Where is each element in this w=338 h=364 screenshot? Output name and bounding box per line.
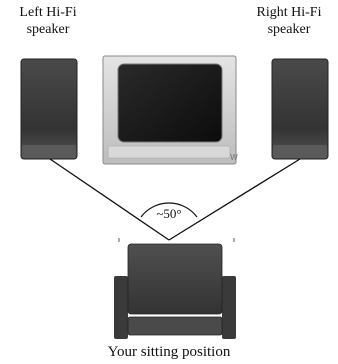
left-speaker xyxy=(20,58,78,160)
sitting-position-label: Your sitting position xyxy=(107,344,231,360)
television: W xyxy=(102,55,238,165)
chair xyxy=(114,238,236,339)
left-speaker-label: Left Hi-Fi speaker xyxy=(19,5,77,37)
right-speaker-label: Right Hi-Fi speaker xyxy=(256,5,322,37)
listening-lines xyxy=(49,158,301,241)
svg-text:W: W xyxy=(230,153,238,162)
right-speaker xyxy=(271,58,329,160)
angle-label: ~50° xyxy=(156,206,181,221)
angle-arc xyxy=(140,202,198,218)
